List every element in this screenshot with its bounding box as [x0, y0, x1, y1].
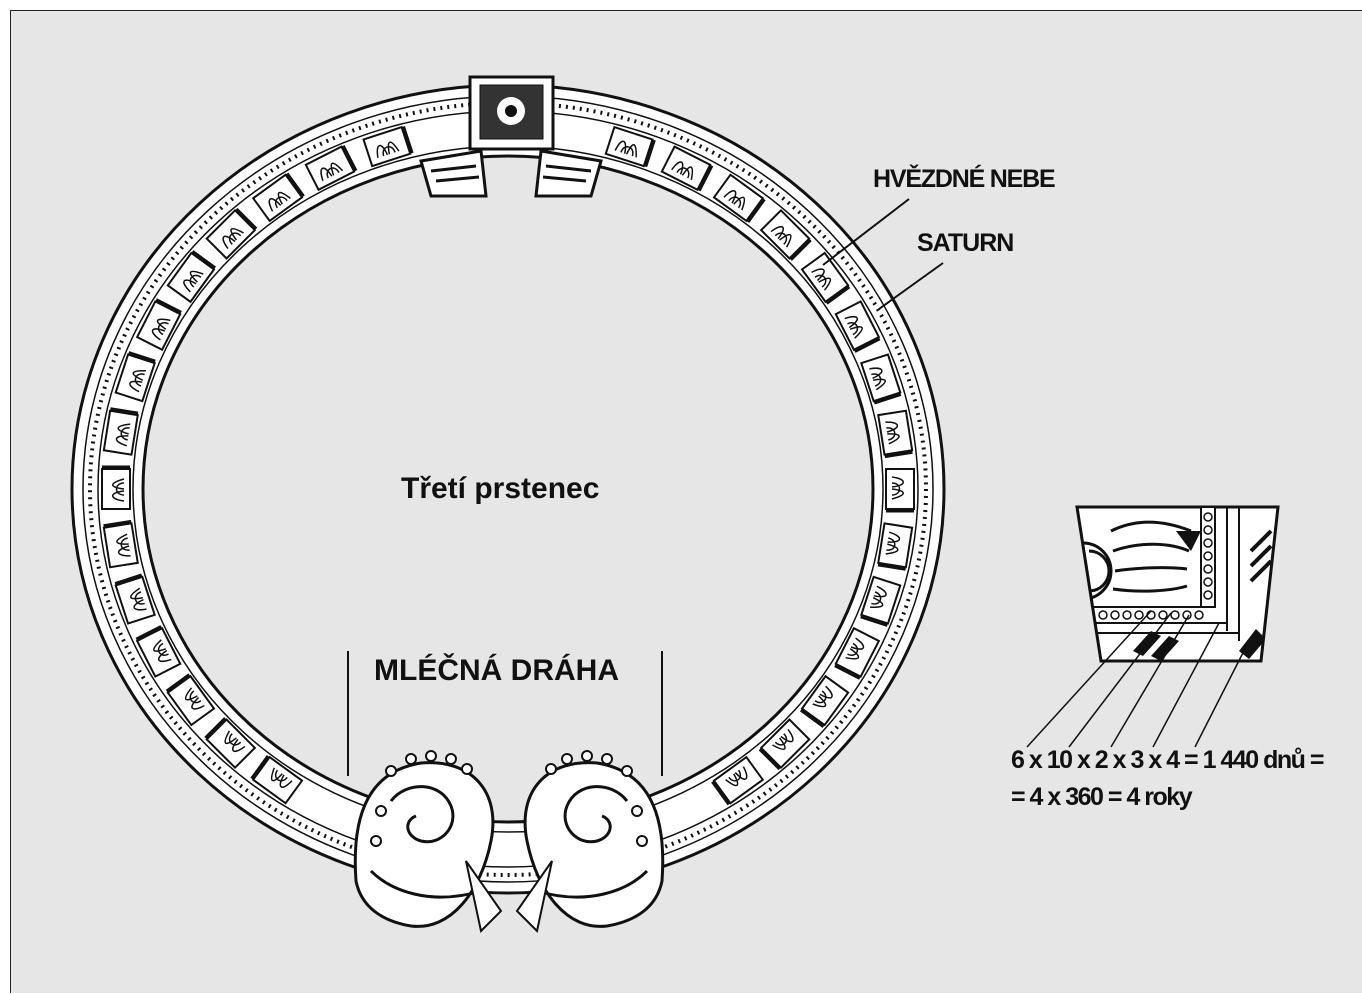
diagram-panel: HVĚZDNÉ NEBE SATURN Třetí prstenec MLÉČN…: [10, 10, 1362, 993]
serpent-dot: [426, 751, 436, 761]
glyph-dot: [1204, 578, 1212, 586]
ring-glyph-cell-icon: [104, 521, 138, 567]
glyph-dot: [1195, 611, 1203, 619]
serpent-dot: [406, 754, 416, 764]
sun-glyph-icon: [1027, 507, 1278, 747]
serpent-dot: [546, 764, 556, 774]
serpent-dot: [462, 764, 472, 774]
glyph-dot: [1135, 611, 1143, 619]
glyph-dot: [1204, 513, 1212, 521]
ring-glyph-cell-icon: [886, 469, 914, 511]
ring-diagram: [11, 11, 1362, 994]
ring-glyph-cell-icon: [104, 409, 138, 455]
third-ring-label: Třetí prstenec: [401, 472, 599, 506]
starry-sky-label: HVĚZDNÉ NEBE: [873, 165, 1054, 194]
ring-glyph-cell-icon: [878, 523, 912, 569]
serpent-dot: [446, 754, 456, 764]
milky-way-label: MLÉČNÁ DRÁHA: [374, 654, 619, 688]
serpent-dot: [562, 754, 572, 764]
glyph-dot: [1159, 611, 1167, 619]
serpent-dot: [386, 766, 396, 776]
glyph-dot: [1204, 591, 1212, 599]
glyph-dot: [1171, 611, 1179, 619]
ring-glyph-cell-icon: [102, 467, 130, 509]
serpent-dot: [632, 806, 642, 816]
formula-line-2: = 4 x 360 = 4 roky: [1011, 783, 1191, 812]
saturn-label: SATURN: [917, 229, 1013, 258]
serpent-dot: [602, 754, 612, 764]
glyph-dot: [1099, 611, 1107, 619]
serpent-dot: [637, 836, 647, 846]
glyph-dot: [1204, 526, 1212, 534]
glyph-dot: [1204, 552, 1212, 560]
serpent-dot: [376, 806, 386, 816]
serpent-dot: [582, 751, 592, 761]
ring-glyph-cell-icon: [878, 411, 912, 457]
glyph-dot: [1111, 611, 1119, 619]
glyph-dot: [1204, 565, 1212, 573]
glyph-dot: [1204, 539, 1212, 547]
glyph-dot: [1123, 611, 1131, 619]
formula-line-1: 6 x 10 x 2 x 3 x 4 = 1 440 dnů =: [1011, 746, 1323, 775]
serpent-dot: [622, 766, 632, 776]
serpent-dot: [371, 836, 381, 846]
